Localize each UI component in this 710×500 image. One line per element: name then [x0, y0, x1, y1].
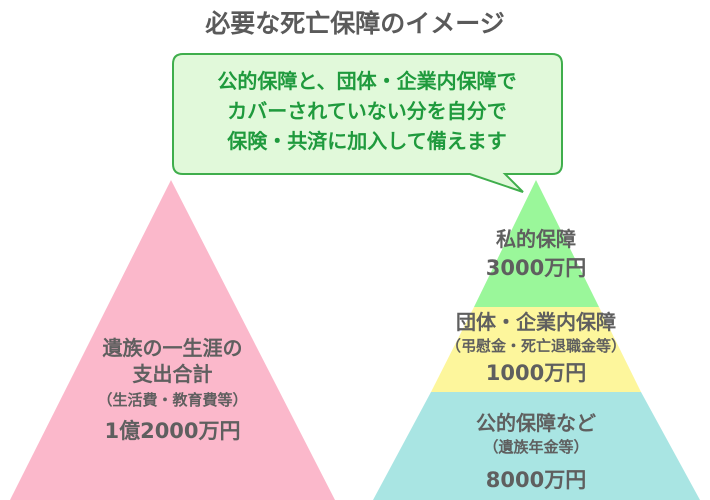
page-title: 必要な死亡保障のイメージ — [205, 9, 505, 38]
tier-label: 私的保障 — [496, 227, 576, 251]
tier-sub: （遺族年金等） — [483, 438, 589, 456]
left-pyramid-label: 遺族の一生涯の 支出合計 （生活費・教育費等） 1億2000万円 — [30, 335, 315, 445]
tier-corporate-label: 団体・企業内保障 （弔慰金・死亡退職金等） 1000万円 — [406, 309, 666, 387]
tier-label: 公的保障など — [476, 411, 596, 435]
speech-bubble — [172, 53, 563, 193]
bubble-line: カバーされていない分を自分で — [227, 99, 507, 123]
tier-public — [373, 392, 700, 500]
left-sub: （生活費・教育費等） — [97, 391, 248, 409]
tier-private — [474, 180, 599, 307]
left-label-line: 遺族の一生涯の — [102, 336, 243, 360]
bubble-line: 公的保障と、団体・企業内保障で — [217, 69, 517, 93]
left-pyramid — [10, 180, 335, 500]
tier-public-label: 公的保障など （遺族年金等） 8000万円 — [406, 410, 666, 494]
tier-amount: 1000万円 — [485, 361, 587, 385]
left-amount: 1億2000万円 — [104, 419, 241, 443]
tier-amount: 3000万円 — [485, 256, 587, 280]
tier-label: 団体・企業内保障 — [456, 310, 616, 334]
tier-corporate — [431, 307, 641, 392]
left-label-line: 支出合計 — [132, 362, 213, 386]
tier-amount: 8000万円 — [485, 468, 587, 492]
bubble-line: 保険・共済に加入して備えます — [227, 129, 507, 153]
tier-private-label: 私的保障 3000万円 — [436, 226, 636, 282]
bubble-text: 公的保障と、団体・企業内保障で カバーされていない分を自分で 保険・共済に加入し… — [172, 66, 562, 156]
tier-sub: （弔慰金・死亡退職金等） — [445, 337, 626, 355]
